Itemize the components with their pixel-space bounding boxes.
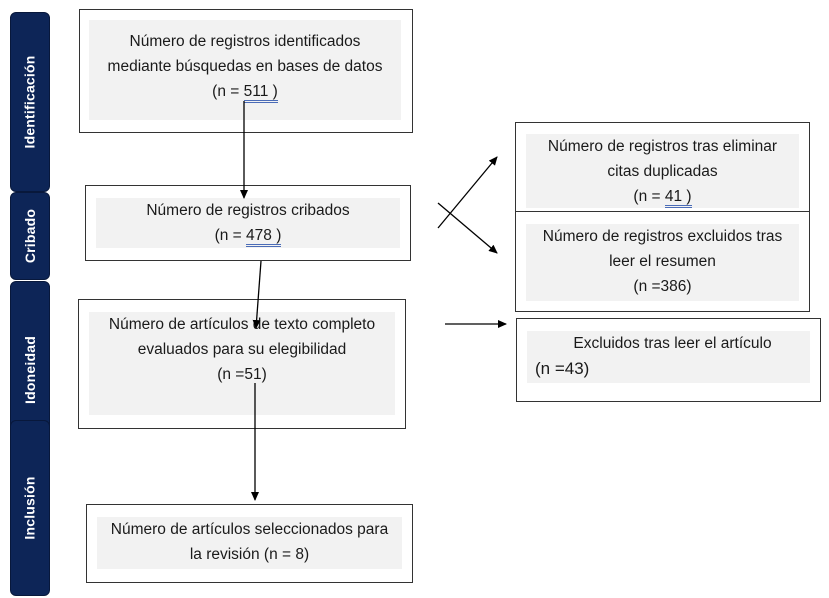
identified-records-box: Número de registros identificados median… (79, 9, 413, 133)
identified-line-1: Número de registros identificados (129, 33, 361, 50)
arrow-cross-up (437, 156, 498, 229)
duplicates-line-1: Número de registros tras eliminar (547, 138, 778, 155)
full-text-line-2: evaluados para su elegibilidad (137, 341, 347, 358)
excluded-abstract-panel: Número de registros excluidos tras leer … (526, 224, 799, 301)
duplicates-panel: Número de registros tras eliminar citas … (526, 134, 799, 208)
excluded-abstract-line-1: Número de registros excluidos tras (542, 228, 783, 245)
screened-records-box: Número de registros cribados (n = 478 ) (85, 185, 411, 261)
right-exclusions-box: Número de registros tras eliminar citas … (515, 122, 810, 312)
right-box-divider (516, 211, 809, 212)
excluded-article-box: Excluidos tras leer el artículo (n =43) (516, 318, 821, 402)
full-text-box: Número de artículos de texto completo ev… (78, 299, 406, 429)
arrow-cross-down (437, 202, 498, 254)
excluded-abstract-count: (n =386) (633, 278, 692, 295)
identified-count: (n = 511 ) (212, 79, 278, 104)
full-text-count: (n =51) (217, 366, 267, 383)
arrow-screened-to-fulltext (252, 260, 262, 329)
excluded-abstract-line-2: leer el resumen (609, 253, 716, 270)
screened-line-1: Número de registros cribados (146, 202, 350, 219)
stage-inclusion: Inclusión (10, 420, 50, 596)
duplicates-count: (n = 41 ) (633, 184, 692, 209)
included-line-2: la revisión (n = 8) (189, 546, 310, 563)
duplicates-line-2: citas duplicadas (607, 163, 718, 180)
excluded-article-count: (n =43) (535, 359, 590, 378)
full-text-line-1: Número de artículos de texto completo (108, 316, 376, 333)
stage-identification: Identificación (10, 12, 50, 192)
stage-screening: Cribado (10, 192, 50, 280)
included-box: Número de artículos seleccionados para l… (86, 504, 413, 583)
identified-line-2: mediante búsquedas en bases de datos (107, 58, 383, 75)
excluded-article-line-1: Excluidos tras leer el artículo (573, 335, 772, 352)
screened-count: (n = 478 ) (215, 223, 282, 248)
included-line-1: Número de artículos seleccionados para (110, 521, 389, 538)
